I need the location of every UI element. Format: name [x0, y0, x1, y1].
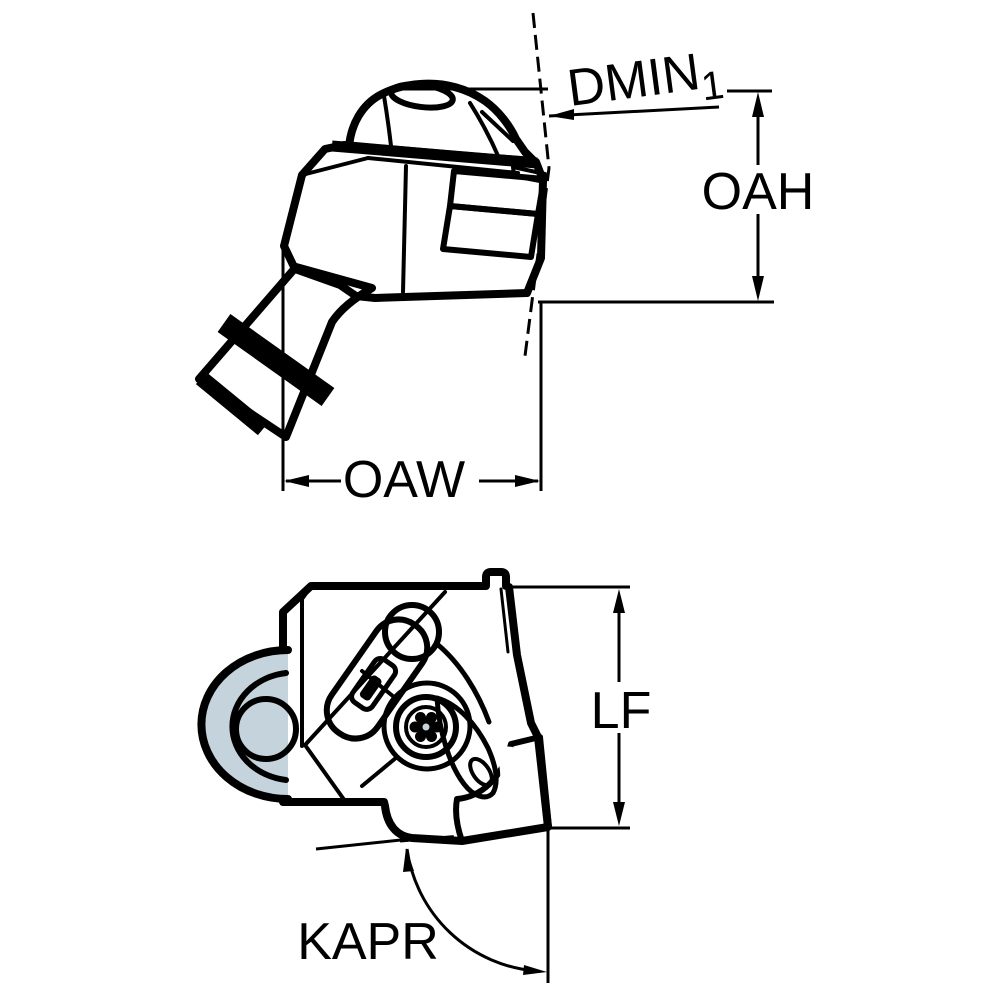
front-cylinder-outline — [197, 646, 292, 803]
dmin-text: DMIN — [564, 43, 703, 118]
front-view — [197, 568, 552, 845]
insert-side-lower-facet — [440, 203, 541, 260]
boss-detail-lines — [360, 669, 399, 788]
svg-text:DMIN1: DMIN1 — [564, 40, 727, 127]
kapr-arrow-right — [523, 965, 547, 975]
oaw-arrow-left — [284, 475, 309, 487]
kapr-edge-line-dashed — [399, 834, 463, 843]
centerline — [523, 12, 551, 357]
label-oah: OAH — [702, 163, 815, 221]
body-detail-lines — [300, 140, 538, 294]
side-view-dimensions: DMIN1 OAH OAW — [281, 40, 815, 509]
clamp-tip-detail — [468, 756, 494, 788]
kapr-arrow-top — [403, 848, 414, 872]
oah-arrow-down — [752, 276, 764, 301]
insert-clearance-gap — [492, 745, 513, 793]
label-kapr: KAPR — [297, 913, 439, 971]
label-oaw: OAW — [343, 451, 465, 509]
front-cylinder-step-arc — [229, 670, 289, 783]
cap-detail-lines — [382, 94, 515, 160]
dmin-arrowhead — [549, 109, 574, 120]
torx-recess — [409, 712, 443, 742]
lf-arrow-down — [613, 802, 625, 826]
kapr-edge-line — [315, 837, 411, 851]
kapr-arc — [405, 848, 537, 973]
dmin-subscript: 1 — [699, 63, 727, 110]
front-view-dimensions: LF KAPR — [297, 585, 652, 983]
label-lf: LF — [591, 682, 652, 740]
screw-head — [393, 694, 459, 760]
front-cylinder-hub — [233, 696, 299, 762]
clamp-screw-boss — [381, 680, 473, 772]
oaw-arrow-right — [515, 475, 540, 487]
clamp-right-edge — [434, 641, 492, 725]
oah-arrow-up — [752, 92, 764, 117]
tool-shank — [195, 263, 376, 441]
dmin-leader-line — [548, 105, 720, 118]
clamp-tip — [434, 695, 499, 800]
front-block — [279, 568, 552, 845]
label-dmin1: DMIN1 — [564, 40, 727, 127]
clamp-knob — [382, 602, 442, 662]
shank-end-band — [195, 371, 269, 436]
shank-flange-band — [217, 314, 335, 406]
cap-screw-opening — [388, 81, 456, 111]
lf-arrow-up — [613, 589, 625, 613]
screw-head-ring — [404, 705, 448, 749]
side-view — [195, 12, 551, 441]
